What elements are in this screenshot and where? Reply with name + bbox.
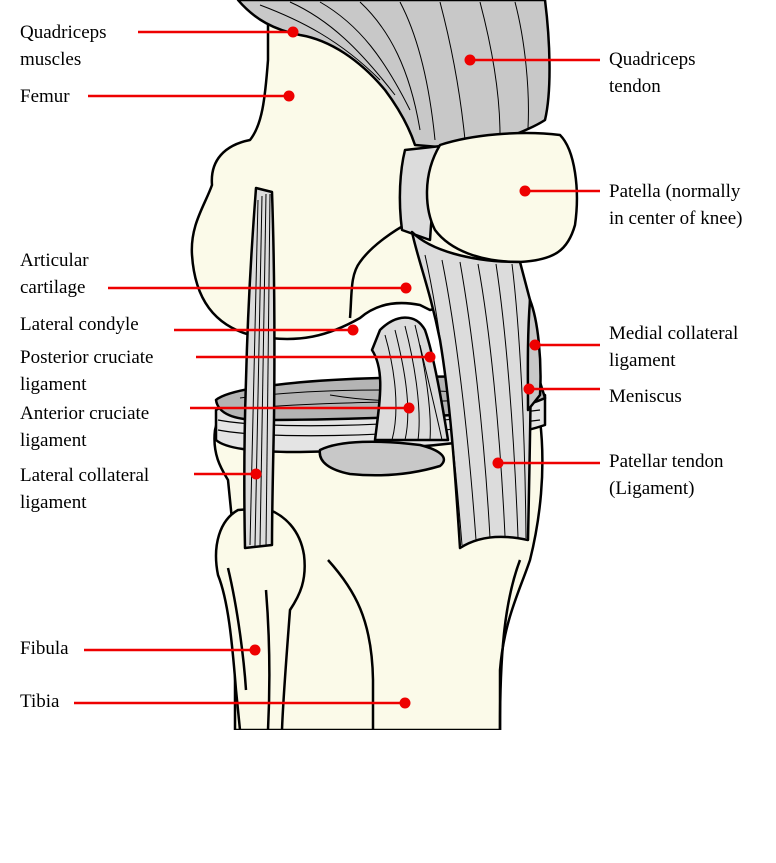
label-text-quadriceps-tendon-line-1: Quadriceps — [609, 49, 696, 70]
label-lateral-condyle: Lateral condyle — [20, 314, 359, 336]
quadriceps-fibers — [259, 1, 529, 141]
cruciate-fibers — [384, 324, 443, 441]
posterior-meniscus-tissue — [318, 440, 446, 477]
label-text-quadriceps-tendon-line-2: tendon — [609, 76, 661, 97]
label-text-patella-line-2: in center of knee) — [609, 208, 742, 229]
marker-dot-meniscus — [523, 383, 535, 395]
femoral-notch-line — [348, 220, 411, 319]
label-text-anterior-cruciate-ligament-line-2: ligament — [20, 430, 87, 451]
fibula-shape — [214, 506, 306, 730]
label-text-articular-cartilage-line-2: cartilage — [20, 277, 85, 298]
marker-dot-tibia — [399, 697, 411, 709]
label-femur: Femur — [20, 86, 295, 107]
label-articular-cartilage: Articular cartilage — [20, 250, 412, 298]
medial-collateral-ligament-shape — [526, 298, 542, 412]
label-text-lateral-condyle-line-1: Lateral condyle — [20, 314, 139, 335]
marker-dot-lateral-condyle — [347, 324, 359, 336]
label-text-femur-line-1: Femur — [20, 86, 70, 107]
cruciate-ligament-shape — [370, 316, 450, 442]
tibia-edge-line — [498, 559, 522, 730]
label-anterior-cruciate-ligament: Anterior cruciate ligament — [20, 402, 415, 451]
quadriceps-muscle-shape — [236, 0, 551, 152]
label-text-quadriceps-muscles-line-1: Quadriceps — [20, 22, 107, 43]
label-patellar-tendon: Patellar tendon (Ligament) — [492, 451, 724, 499]
label-text-quadriceps-muscles-line-2: muscles — [20, 49, 81, 70]
label-meniscus: Meniscus — [523, 383, 682, 407]
label-quadriceps-muscles: Quadriceps muscles — [20, 22, 299, 70]
label-lateral-collateral-ligament: Lateral collateral ligament — [20, 465, 262, 513]
label-posterior-cruciate-ligament: Posterior cruciate ligament — [20, 347, 436, 395]
label-patella: Patella (normally in center of knee) — [519, 181, 742, 229]
label-text-medial-collateral-ligament-line-2: ligament — [609, 350, 676, 371]
label-text-posterior-cruciate-ligament-line-2: ligament — [20, 374, 87, 395]
lcl-fibers — [249, 193, 271, 547]
label-text-medial-collateral-ligament-line-1: Medial collateral — [609, 323, 738, 344]
marker-dot-posterior-cruciate-ligament — [424, 351, 436, 363]
marker-dot-lateral-collateral-ligament — [250, 468, 262, 480]
label-text-tibia-line-1: Tibia — [20, 691, 60, 712]
fibula-edge-line — [226, 567, 248, 691]
label-fibula: Fibula — [20, 638, 261, 659]
patella-shape — [425, 131, 579, 264]
label-medial-collateral-ligament: Medial collateral ligament — [529, 323, 738, 371]
label-text-anterior-cruciate-ligament-line-1: Anterior cruciate — [20, 403, 149, 424]
marker-dot-quadriceps-muscles — [287, 26, 299, 38]
label-quadriceps-tendon: Quadriceps tendon — [464, 49, 696, 97]
marker-dot-femur — [283, 90, 295, 102]
marker-dot-medial-collateral-ligament — [529, 339, 541, 351]
label-text-articular-cartilage-line-1: Articular — [20, 250, 89, 271]
label-text-meniscus-line-1: Meniscus — [609, 386, 682, 407]
patellar-tendon-fibers — [424, 254, 527, 546]
marker-dot-patella — [519, 185, 531, 197]
marker-dot-articular-cartilage — [400, 282, 412, 294]
label-text-posterior-cruciate-ligament-line-1: Posterior cruciate — [20, 347, 153, 368]
label-text-patellar-tendon-line-1: Patellar tendon — [609, 451, 724, 472]
marker-dot-quadriceps-tendon — [464, 54, 476, 66]
label-text-patella-line-1: Patella (normally — [609, 181, 741, 202]
marker-dot-patellar-tendon — [492, 457, 504, 469]
marker-dot-anterior-cruciate-ligament — [403, 402, 415, 414]
label-text-patellar-tendon-line-2: (Ligament) — [609, 478, 694, 499]
label-tibia: Tibia — [20, 691, 411, 712]
marker-dot-fibula — [249, 644, 261, 656]
label-text-lateral-collateral-ligament-line-1: Lateral collateral — [20, 465, 149, 486]
label-text-fibula-line-1: Fibula — [20, 638, 69, 659]
tibia-contour-line — [327, 559, 375, 730]
fibula-inner-line — [264, 589, 271, 730]
label-text-lateral-collateral-ligament-line-2: ligament — [20, 492, 87, 513]
